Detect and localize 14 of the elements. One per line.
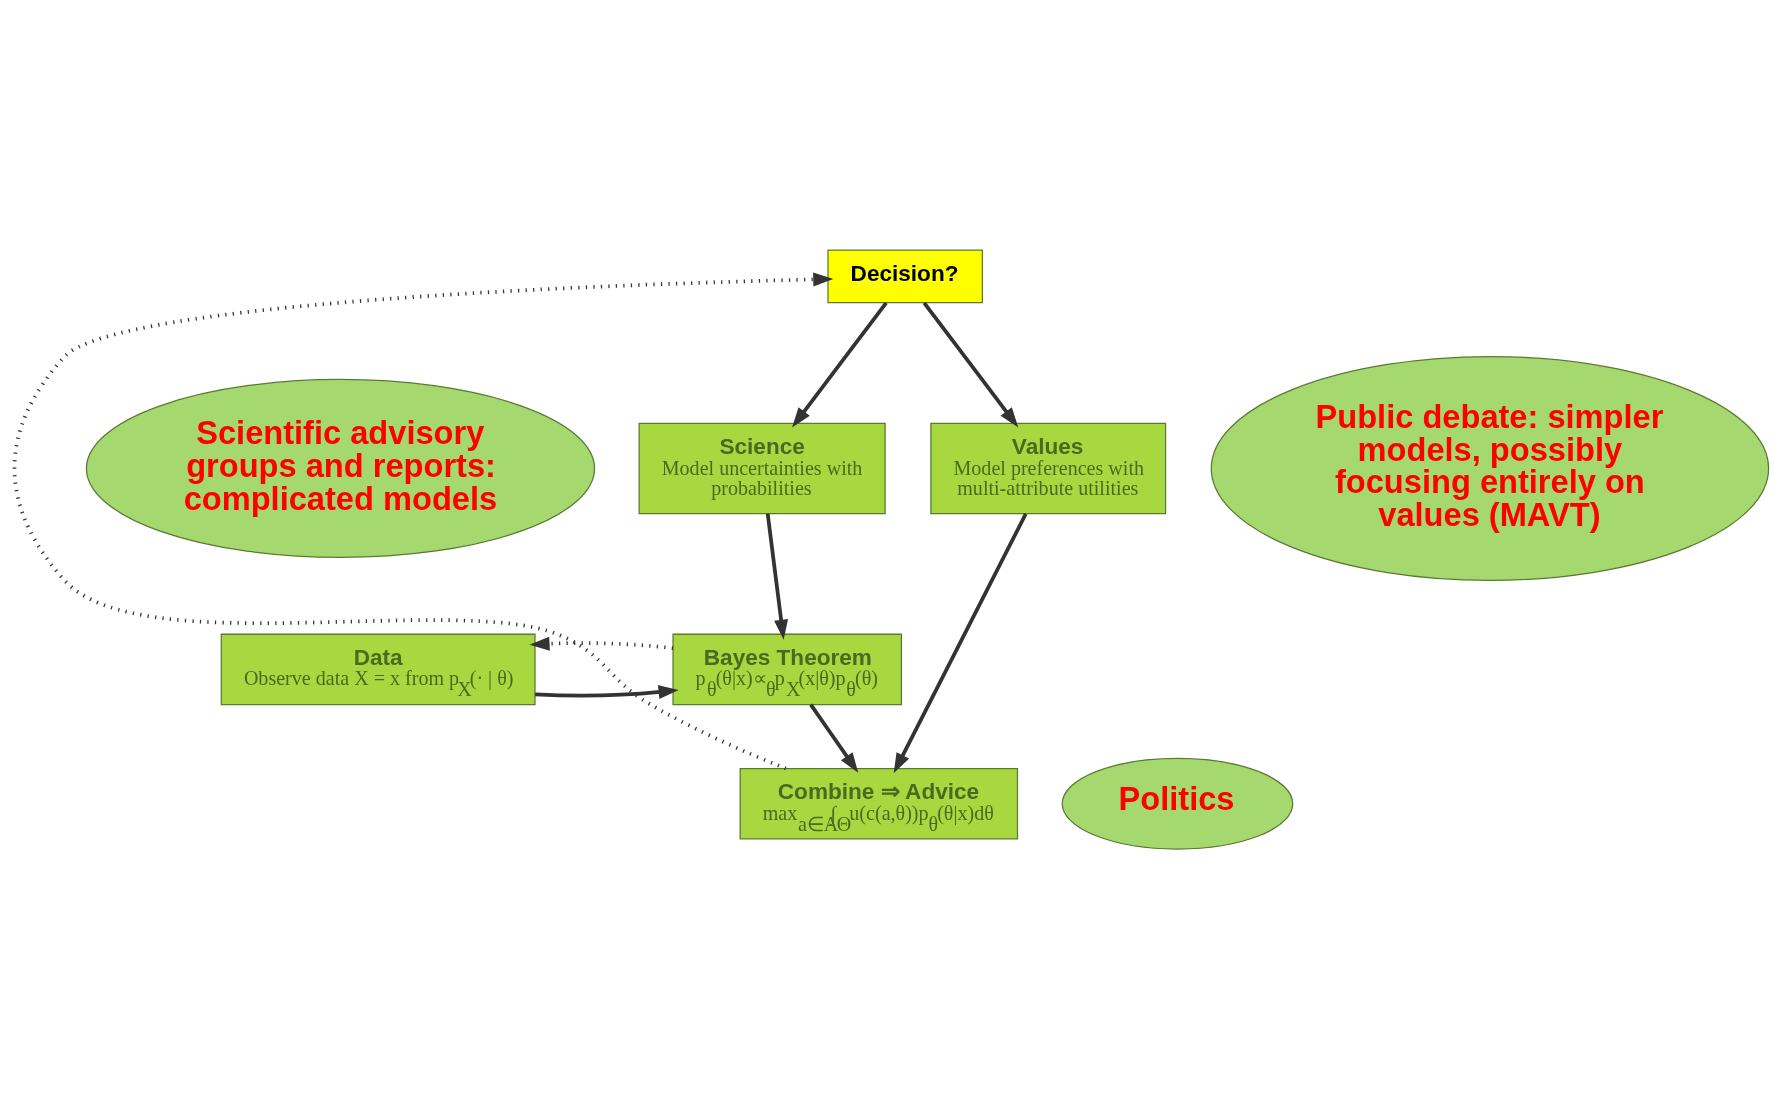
- arrow: [765, 513, 789, 640]
- arrow: [529, 636, 674, 651]
- arrow: [893, 512, 1028, 773]
- node-box: Science Model uncertainties with probabilities: [638, 422, 886, 514]
- node-ellipse: Scientific advisory groups and reports: complicated models: [85, 378, 596, 558]
- node-box: Decision?: [827, 248, 983, 303]
- arrow: [12, 271, 834, 770]
- node-ellipse: Politics: [1061, 757, 1294, 850]
- arrow: [792, 301, 888, 428]
- node-box: Values Model preferences with multi-attribute utilities: [930, 422, 1167, 514]
- arrow: [809, 703, 859, 773]
- arrow: [535, 684, 679, 699]
- node-ellipse: Public debate: simpler models, possibly focusing entirely on values (MAVT): [1210, 355, 1770, 581]
- arrow: [922, 301, 1019, 428]
